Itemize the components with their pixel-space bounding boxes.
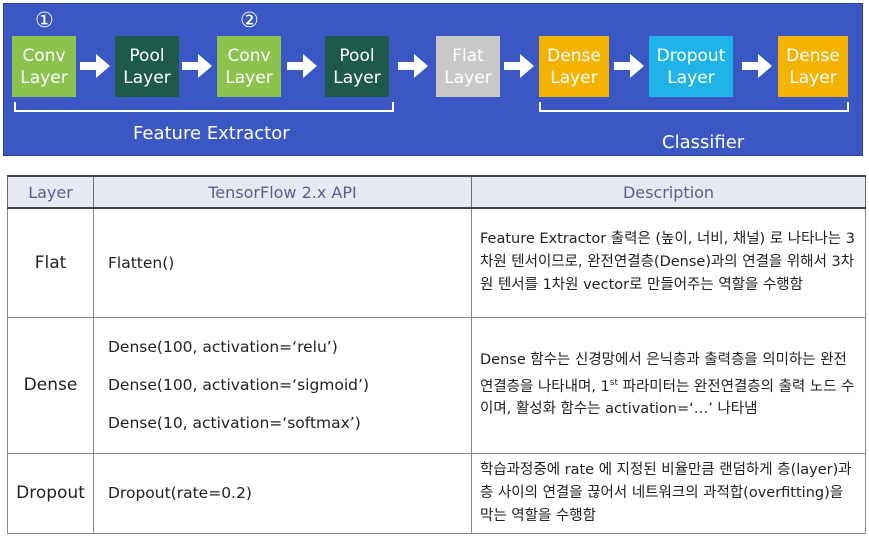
row-api: Dense(100, activation=‘relu’) Dense(100,… bbox=[93, 316, 472, 454]
row-api: Flatten() bbox=[93, 207, 472, 318]
classifier-label: Classifier bbox=[662, 132, 745, 153]
step-marker-1: ① bbox=[35, 8, 54, 32]
header-description: Description bbox=[471, 175, 866, 209]
api-call: Dense(100, activation=‘relu’) bbox=[108, 338, 338, 356]
feature-extractor-bracket bbox=[14, 102, 394, 112]
row-api: Dropout(rate=0.2) bbox=[93, 452, 472, 534]
step-marker-2: ② bbox=[240, 8, 259, 32]
row-layer-name: Dense bbox=[7, 316, 94, 454]
row-description: Dense 함수는 신경망에서 은닉층과 출력층을 의미하는 완전연결층을 나타… bbox=[471, 316, 866, 454]
arrow-right-icon bbox=[287, 54, 317, 78]
arrow-right-icon bbox=[504, 54, 534, 78]
arrow-right-icon bbox=[80, 54, 110, 78]
layer-api-table: Layer TensorFlow 2.x API Description Fla… bbox=[7, 175, 866, 534]
api-call: Flatten() bbox=[108, 253, 175, 272]
table-row: Dropout Dropout(rate=0.2) 학습과정중에 rate 에 … bbox=[7, 452, 866, 534]
row-layer-name: Dropout bbox=[7, 452, 94, 534]
header-layer: Layer bbox=[7, 175, 94, 209]
classifier-bracket bbox=[539, 102, 849, 112]
table-row: Flat Flatten() Feature Extractor 출력은 (높이… bbox=[7, 207, 866, 318]
arrow-right-icon bbox=[182, 54, 212, 78]
table-row: Dense Dense(100, activation=‘relu’) Dens… bbox=[7, 316, 866, 454]
table-header-row: Layer TensorFlow 2.x API Description bbox=[7, 175, 866, 209]
api-call: Dropout(rate=0.2) bbox=[108, 484, 252, 502]
api-call: Dense(100, activation=‘sigmoid’) bbox=[108, 376, 369, 394]
api-call: Dense(10, activation=‘softmax’) bbox=[108, 414, 361, 432]
header-api: TensorFlow 2.x API bbox=[93, 175, 472, 209]
row-layer-name: Flat bbox=[7, 207, 94, 318]
arrow-right-icon bbox=[614, 54, 644, 78]
feature-extractor-label: Feature Extractor bbox=[133, 123, 290, 144]
row-description: Feature Extractor 출력은 (높이, 너비, 채널) 로 나타나… bbox=[471, 207, 866, 318]
arrow-right-icon bbox=[398, 54, 428, 78]
arrow-right-icon bbox=[742, 54, 772, 78]
row-description: 학습과정중에 rate 에 지정된 비율만큼 랜덤하게 층(layer)과 층 … bbox=[471, 452, 866, 534]
